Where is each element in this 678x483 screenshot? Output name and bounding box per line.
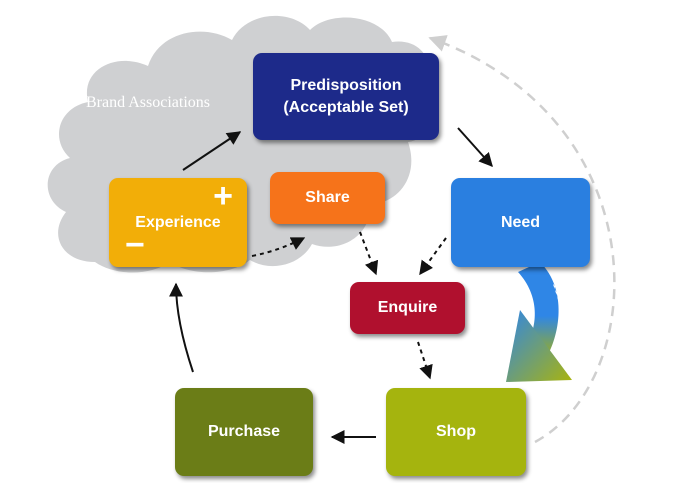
purchase-node: Purchase [175, 388, 313, 476]
experience-node: Experience + − [109, 178, 247, 267]
arrow-share-to-enquire [359, 231, 379, 276]
purchase-label: Purchase [207, 423, 281, 440]
brand-associations-label: Brand Associations [86, 94, 210, 111]
share-node: Share [270, 172, 385, 224]
arrow-predisposition-to-need [457, 127, 493, 168]
arrow-need-to-enquire [419, 237, 447, 276]
enquire-label: Enquire [377, 299, 438, 316]
minus-sign: − [125, 226, 145, 264]
return-arc-dashed [428, 35, 616, 444]
need-node: Need [451, 178, 590, 267]
heuristics-arrow-body [518, 262, 559, 360]
predisposition-sublabel: (Acceptable Set) [283, 98, 409, 116]
share-label: Share [305, 189, 350, 206]
need-label: Need [500, 213, 541, 231]
arrow-purchase-to-experience [169, 282, 194, 373]
arrow-experience-to-predisposition [182, 131, 242, 171]
arrow-enquire-to-shop [417, 341, 433, 380]
experience-label: Experience [135, 213, 221, 231]
enquire-node: Enquire [350, 282, 465, 334]
arrow-experience-to-share [251, 237, 306, 257]
heuristics-arrow-head [506, 310, 572, 382]
shop-node: Shop [386, 388, 526, 476]
predisposition-node: Predisposition (Acceptable Set) [253, 53, 439, 140]
shop-label: Shop [436, 423, 476, 440]
predisposition-label: Predisposition [290, 76, 402, 94]
plus-sign: + [213, 177, 233, 215]
